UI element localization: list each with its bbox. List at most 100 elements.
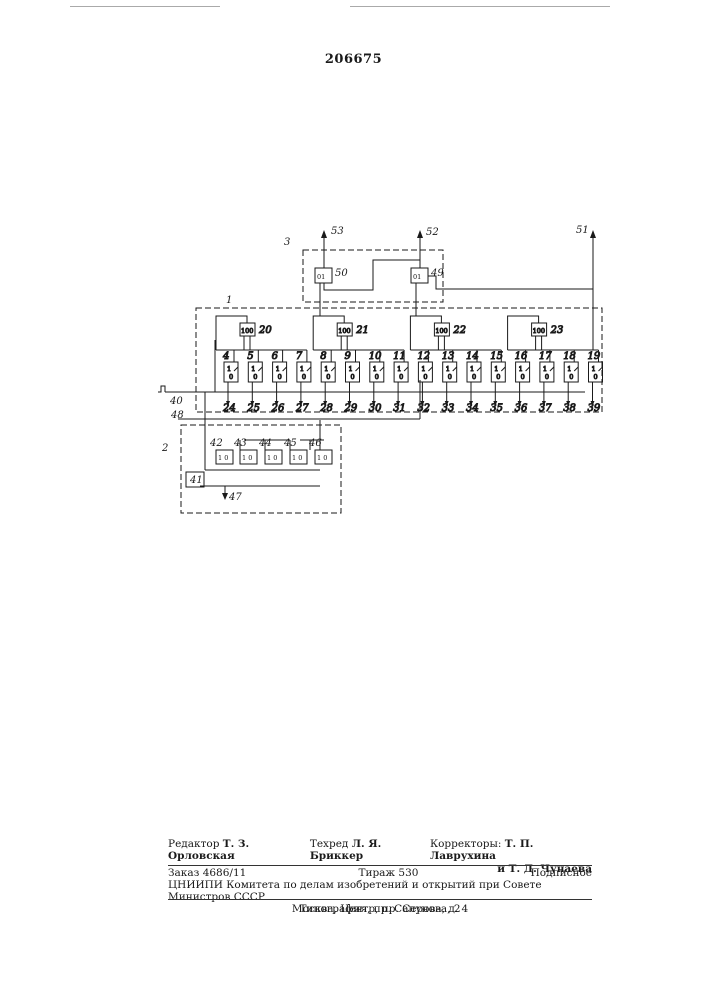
correctors-entry: Корректоры: Т. П. Лаврухина	[430, 838, 592, 862]
cell-digit: 1	[227, 365, 231, 373]
cell-digit: 0	[399, 373, 403, 381]
block-49-label: 49	[430, 268, 444, 279]
cell-digit: 0	[253, 373, 257, 381]
techred-label: Техред	[310, 838, 349, 850]
counter-cell-text: 1 0	[218, 454, 228, 462]
block-50-text: 01	[317, 273, 325, 281]
cell-digit: 0	[472, 373, 476, 381]
cell-digit: 0	[545, 373, 549, 381]
cell-label-6: 6	[272, 351, 279, 362]
group-label-2: 2	[161, 443, 168, 454]
cell-notch	[550, 367, 554, 371]
counter-cell-label-44: 44	[258, 438, 272, 449]
order-number: Заказ 4686/11	[168, 867, 246, 879]
cell-notch	[307, 367, 311, 371]
cell-digit: 1	[446, 365, 450, 373]
block-50-label: 50	[335, 268, 348, 279]
divider-text: 100	[435, 327, 447, 335]
editor-label: Редактор	[168, 838, 219, 850]
cell-notch	[283, 367, 287, 371]
cell-notch	[234, 367, 238, 371]
group-label-1: 1	[226, 295, 232, 306]
output-label-31: 31	[393, 403, 406, 414]
editor-entry: Редактор Т. З. Орловская	[168, 838, 310, 862]
cell-digit: 0	[326, 373, 330, 381]
output-label-24: 24	[222, 403, 236, 414]
output-arrow-47	[222, 493, 228, 500]
divider-label-21: 21	[355, 325, 369, 336]
cell-notch	[574, 367, 578, 371]
cell-digit: 1	[324, 365, 328, 373]
cell-digit: 1	[349, 365, 353, 373]
divider-text: 100	[241, 327, 253, 335]
output-label-53: 53	[331, 226, 344, 237]
cell-digit: 1	[494, 365, 498, 373]
cell-digit: 0	[496, 373, 500, 381]
cell-digit: 1	[567, 365, 571, 373]
output-label-26: 26	[271, 403, 285, 414]
printer-line: Типография, пр. Сапунова, 2	[168, 903, 592, 915]
cell-digit: 0	[278, 373, 282, 381]
output-label-51: 51	[576, 225, 589, 236]
cell-digit: 0	[302, 373, 306, 381]
cell-notch	[501, 367, 505, 371]
cell-digit: 1	[397, 365, 401, 373]
output-label-33: 33	[442, 403, 455, 414]
line-label-48: 48	[170, 410, 184, 421]
counter-cell-label-46: 46	[308, 438, 322, 449]
cell-notch	[331, 367, 335, 371]
output-label-38: 38	[563, 403, 576, 414]
output-label-47: 47	[228, 492, 242, 503]
cell-digit: 0	[569, 373, 573, 381]
group-1-cells: 1042410525106261072710828109291010301011…	[216, 316, 603, 414]
divider-label-20: 20	[258, 325, 272, 336]
output-label-37: 37	[539, 403, 552, 414]
cell-notch	[477, 367, 481, 371]
cell-digit: 1	[251, 365, 255, 373]
counter-cell-text: 1 0	[317, 454, 327, 462]
output-label-27: 27	[295, 403, 309, 414]
output-label-36: 36	[515, 403, 528, 414]
cell-digit: 1	[300, 365, 304, 373]
cell-notch	[380, 367, 384, 371]
cell-notch	[453, 367, 457, 371]
cell-label-7: 7	[296, 351, 303, 362]
cell-notch	[404, 367, 408, 371]
counter-cell-label-42: 42	[209, 438, 223, 449]
output-label-25: 25	[246, 403, 260, 414]
output-label-28: 28	[319, 403, 333, 414]
cell-digit: 1	[421, 365, 425, 373]
cell-digit: 0	[521, 373, 525, 381]
input-label-40: 40	[169, 396, 183, 407]
cell-label-5: 5	[247, 351, 253, 362]
cell-digit: 0	[423, 373, 427, 381]
counter-cell-text: 1 0	[292, 454, 302, 462]
techred-entry: Техред Л. Я. Бриккер	[310, 838, 430, 862]
output-label-32: 32	[417, 403, 430, 414]
output-label-34: 34	[466, 403, 479, 414]
divider-line	[168, 865, 592, 866]
cell-digit: 0	[448, 373, 452, 381]
circulation: Тираж 530	[358, 867, 418, 879]
cell-digit: 1	[592, 365, 596, 373]
output-label-35: 35	[490, 403, 503, 414]
correctors-label: Корректоры:	[430, 838, 501, 850]
cell-digit: 0	[594, 373, 598, 381]
block-49-text: 01	[413, 273, 421, 281]
divider-label-22: 22	[452, 325, 466, 336]
output-label-52: 52	[426, 227, 439, 238]
block-41-label: 41	[189, 475, 203, 486]
cell-notch	[428, 367, 432, 371]
cell-notch	[526, 367, 530, 371]
divider-text: 100	[338, 327, 350, 335]
cell-digit: 1	[276, 365, 280, 373]
output-label-39: 39	[588, 403, 601, 414]
cell-label-8: 8	[320, 351, 326, 362]
cell-digit: 1	[543, 365, 547, 373]
cell-notch	[356, 367, 360, 371]
divider-label-23: 23	[550, 325, 564, 336]
counter-cell-label-45: 45	[283, 438, 297, 449]
output-label-30: 30	[369, 403, 382, 414]
counter-cell-text: 1 0	[267, 454, 277, 462]
cell-digit: 0	[229, 373, 233, 381]
